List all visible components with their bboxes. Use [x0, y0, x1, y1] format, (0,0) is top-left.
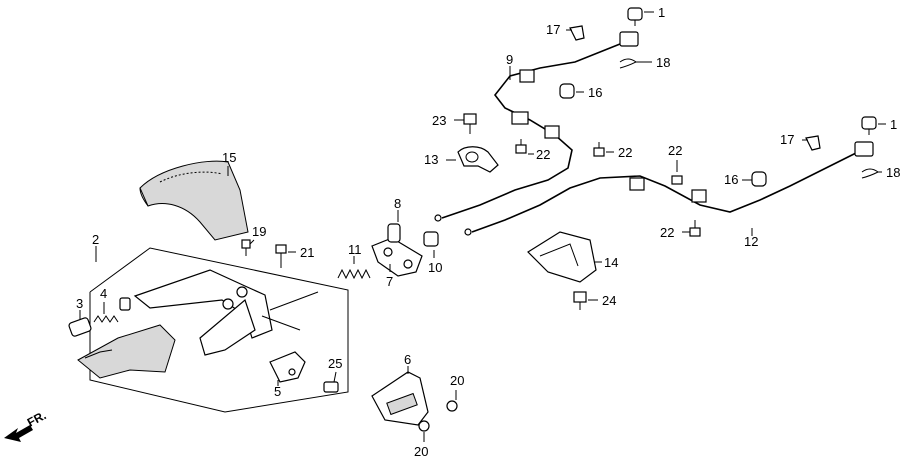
callout-label: 11 [348, 242, 362, 257]
bolt-1-right [861, 116, 877, 135]
callout-label: 19 [252, 224, 266, 239]
callout-label: 16 [724, 172, 738, 187]
callout-label: 22 [618, 145, 632, 160]
parking-brake-lever [133, 269, 319, 356]
callout-label: 5 [274, 384, 281, 399]
callout-label: 2 [92, 232, 99, 247]
callout-label: 22 [660, 225, 674, 240]
bolt-19 [241, 239, 251, 256]
callout-label: 9 [506, 52, 513, 67]
adjuster-8 [387, 223, 401, 243]
grommet-16-upper [559, 83, 575, 99]
nut-4b [119, 297, 131, 311]
bolt-20b [418, 420, 430, 432]
clip-17-right [805, 135, 821, 151]
bolt-21 [275, 244, 287, 268]
callout-label: 18 [886, 165, 900, 180]
callout-label: 16 [588, 85, 602, 100]
bolt-20a [446, 400, 458, 412]
callout-label: 8 [394, 196, 401, 211]
callout-label: 24 [602, 293, 616, 308]
bracket-6 [371, 371, 429, 426]
bolt-1-upper [627, 7, 643, 26]
cable-9 [434, 31, 639, 222]
spring-11 [337, 268, 371, 280]
callout-label: 15 [222, 150, 236, 165]
lever-grip [77, 324, 176, 379]
callout-label: 25 [328, 356, 342, 371]
callout-label: 20 [414, 444, 428, 459]
callout-label: 23 [432, 113, 446, 128]
callout-label: 20 [450, 373, 464, 388]
clip-17-upper [569, 25, 585, 41]
callout-label: 18 [656, 55, 670, 70]
callout-label: 12 [744, 234, 758, 249]
bracket-14 [527, 231, 597, 283]
bolt-23 [463, 113, 477, 134]
callout-label: 3 [76, 296, 83, 311]
spring-4 [93, 315, 119, 323]
callout-label: 21 [300, 245, 314, 260]
leader-lines [79, 11, 886, 442]
clamp-13 [457, 146, 499, 173]
spring-clip-18-right [861, 168, 879, 179]
callout-label: 22 [536, 147, 550, 162]
callout-label: 6 [404, 352, 411, 367]
screw-25 [323, 381, 339, 393]
lever-assembly-outline [89, 247, 349, 413]
switch-bracket-5 [269, 351, 306, 383]
spring-clip-18-upper [619, 58, 637, 69]
cable-12 [464, 141, 874, 236]
equalizer-7 [371, 237, 423, 277]
callout-label: 4 [100, 286, 107, 301]
callout-label: 7 [386, 274, 393, 289]
callout-label: 17 [546, 22, 560, 37]
callout-numbers: 1 2 3 4 5 6 7 8 9 10 11 12 13 14 15 16 1… [76, 5, 900, 459]
callout-label: 17 [780, 132, 794, 147]
callout-label: 10 [428, 260, 442, 275]
nut-10 [423, 231, 439, 247]
button-rod-3 [68, 317, 92, 337]
callout-label: 22 [668, 143, 682, 158]
callout-label: 13 [424, 152, 438, 167]
callout-label: 1 [658, 5, 665, 20]
bolt-24 [573, 291, 587, 310]
lever-boot-cover [139, 160, 249, 241]
grommet-16-right [751, 171, 767, 187]
front-direction-arrow: FR. [4, 408, 48, 442]
callout-label: 14 [604, 255, 618, 270]
callout-label: 1 [890, 117, 897, 132]
